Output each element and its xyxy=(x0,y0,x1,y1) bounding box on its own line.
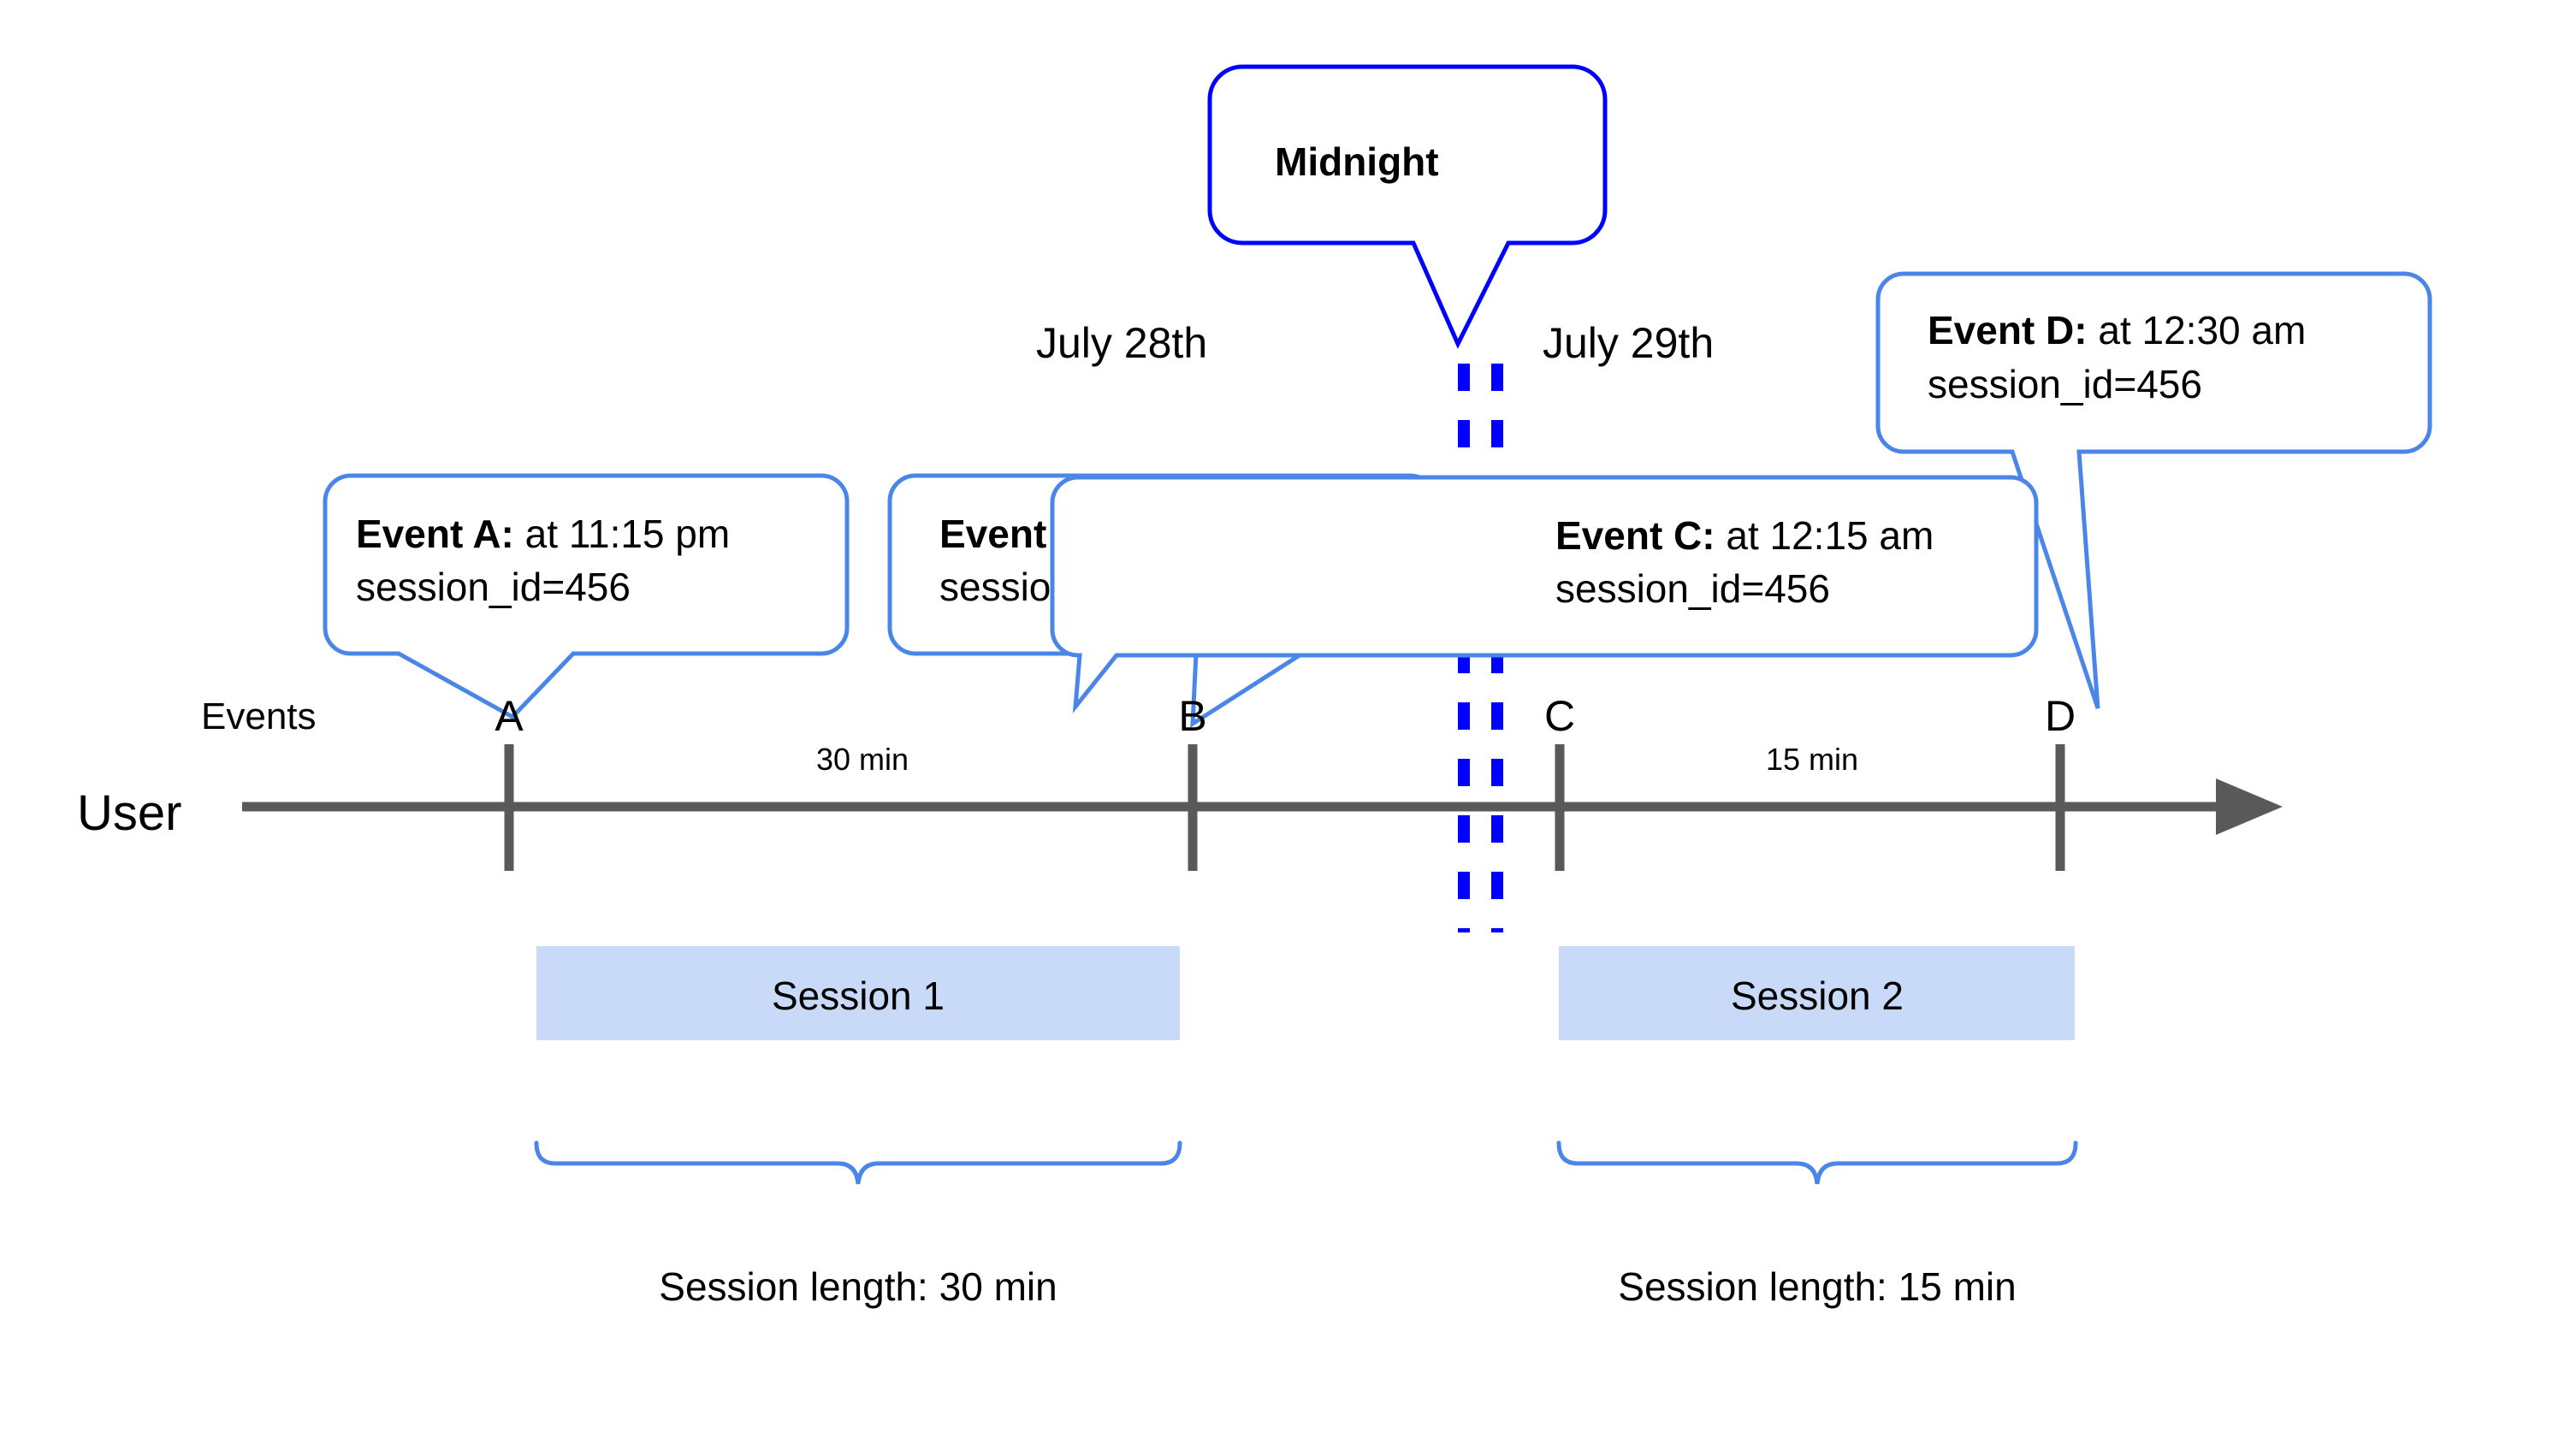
session-2-rect xyxy=(1559,946,2075,1040)
event-c-callout: Event C: at 12:15 am session_id=456 xyxy=(1050,475,2039,713)
events-row-label: Events xyxy=(201,695,317,737)
session-1-rect xyxy=(536,946,1180,1040)
event-d-line-1: Event D: at 12:30 am xyxy=(1928,308,2306,352)
session-2-label: Session 2 xyxy=(1731,974,1904,1018)
user-row-label: User xyxy=(77,785,181,841)
event-c-callout-shape xyxy=(1050,475,2039,713)
event-marker-label-b: B xyxy=(1178,692,1206,740)
event-a-detail: at 11:15 pm xyxy=(514,512,730,556)
event-c-detail: at 12:15 am xyxy=(1715,513,1934,558)
date-label-july-29: July 29th xyxy=(1543,319,1714,367)
event-d-bold: Event D: xyxy=(1928,308,2088,352)
midnight-callout-label: Midnight xyxy=(1275,139,1439,184)
event-c-bold: Event C: xyxy=(1555,513,1715,558)
midnight-callout-shape xyxy=(1207,64,1608,349)
event-marker-label-a: A xyxy=(495,692,524,740)
event-c-line-1: Event C: at 12:15 am xyxy=(1555,513,1934,558)
date-label-july-28: July 28th xyxy=(1036,319,1207,367)
event-marker-label-c: C xyxy=(1544,692,1575,740)
event-d-callout-shape xyxy=(1875,271,2432,709)
timeline-axis-arrowhead xyxy=(2216,778,2283,835)
midnight-callout: Midnight xyxy=(1207,64,1608,349)
interval-label-cd: 15 min xyxy=(1766,742,1858,777)
session-2-brace xyxy=(1556,1140,2078,1185)
session-1-label: Session 1 xyxy=(772,974,945,1018)
event-a-callout: Event A: at 11:15 pm session_id=456 xyxy=(323,473,850,720)
event-a-callout-shape xyxy=(323,473,850,720)
event-d-detail: at 12:30 am xyxy=(2088,308,2307,352)
event-d-callout: Event D: at 12:30 am session_id=456 xyxy=(1875,271,2432,709)
timeline-axis xyxy=(242,744,2283,871)
event-a-line-2: session_id=456 xyxy=(356,565,631,609)
event-a-line-1: Event A: at 11:15 pm xyxy=(356,512,730,556)
event-marker-label-d: D xyxy=(2045,692,2076,740)
event-c-line-2: session_id=456 xyxy=(1555,566,1830,611)
session-1-brace xyxy=(534,1140,1182,1185)
session-2-length-label: Session length: 15 min xyxy=(1618,1264,2016,1309)
session-2-box: Session 2 xyxy=(1559,946,2075,1040)
interval-label-ab: 30 min xyxy=(816,742,909,777)
event-a-bold: Event A: xyxy=(356,512,514,556)
event-d-line-2: session_id=456 xyxy=(1928,362,2202,406)
session-1-box: Session 1 xyxy=(536,946,1180,1040)
session-1-length-label: Session length: 30 min xyxy=(659,1264,1057,1309)
